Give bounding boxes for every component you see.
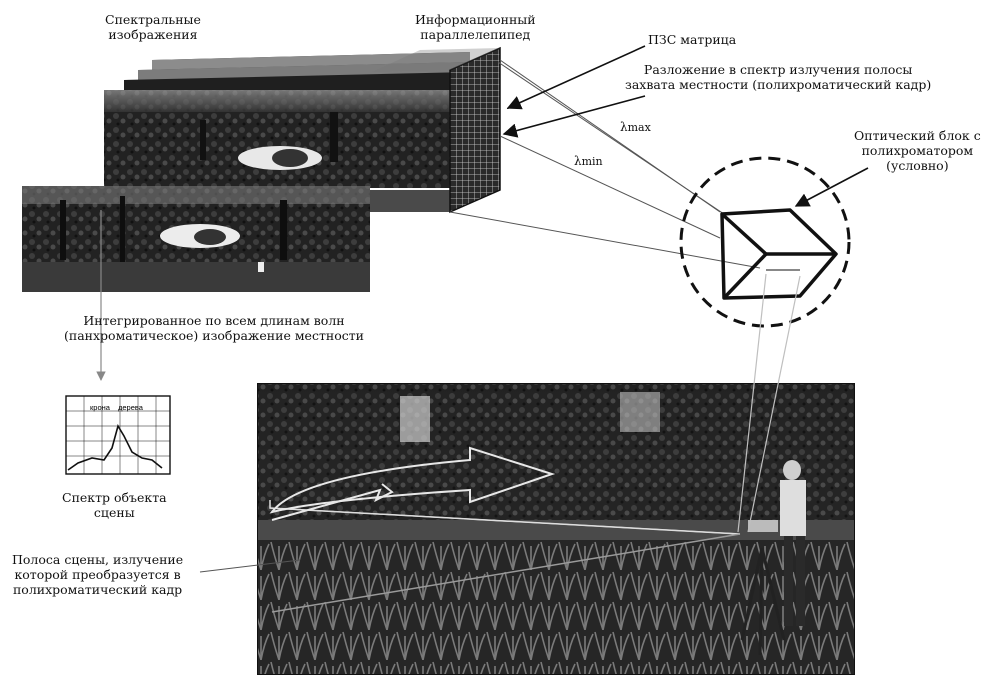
decomposition-label: Разложение в спектр излучения полосы зах…: [625, 62, 932, 92]
optical-block: [679, 156, 851, 328]
object-spectrum-label: Спектр объекта сцены: [62, 490, 167, 520]
ccd-matrix-label: ПЗС матрица: [648, 32, 737, 47]
spectrum-tag-1: крона: [90, 403, 111, 412]
information-cube: [372, 46, 501, 214]
spectrum-chart: крона дерева: [65, 395, 171, 475]
spectrum-curve: [67, 423, 163, 471]
prism: [720, 208, 838, 300]
spectrum-tag-2: дерева: [118, 403, 144, 412]
scene-arrow-upper: [269, 446, 556, 514]
spectral-image-stack: [22, 52, 474, 292]
optical-block-arrow: [794, 167, 869, 207]
panchromatic-image: [22, 186, 370, 292]
scene-strip-pointer: [199, 559, 301, 573]
ray-lines: [449, 59, 761, 269]
operator-figure: [740, 460, 806, 656]
decomposition-arrow: [502, 95, 646, 138]
optical-block-label: Оптический блок с полихроматором (условн…: [854, 128, 981, 173]
lambda-max-label: λmax: [620, 120, 651, 134]
spectral-images-label: Спектральные изображения: [105, 12, 201, 42]
spectral-strip-tail: [370, 190, 452, 212]
scene-strip-label: Полоса сцены, излучение которой преобраз…: [12, 552, 184, 597]
panchromatic-label: Интегрированное по всем длинам волн (пан…: [64, 313, 364, 343]
scene-arrow-lower: [271, 483, 394, 521]
info-cube-label: Информационный параллелепипед: [415, 12, 536, 42]
lambda-min-label: λmin: [574, 154, 603, 168]
field-photo: [257, 383, 855, 675]
ccd-matrix-arrow: [506, 45, 646, 110]
spectral-layer-front-upper: [104, 90, 474, 188]
